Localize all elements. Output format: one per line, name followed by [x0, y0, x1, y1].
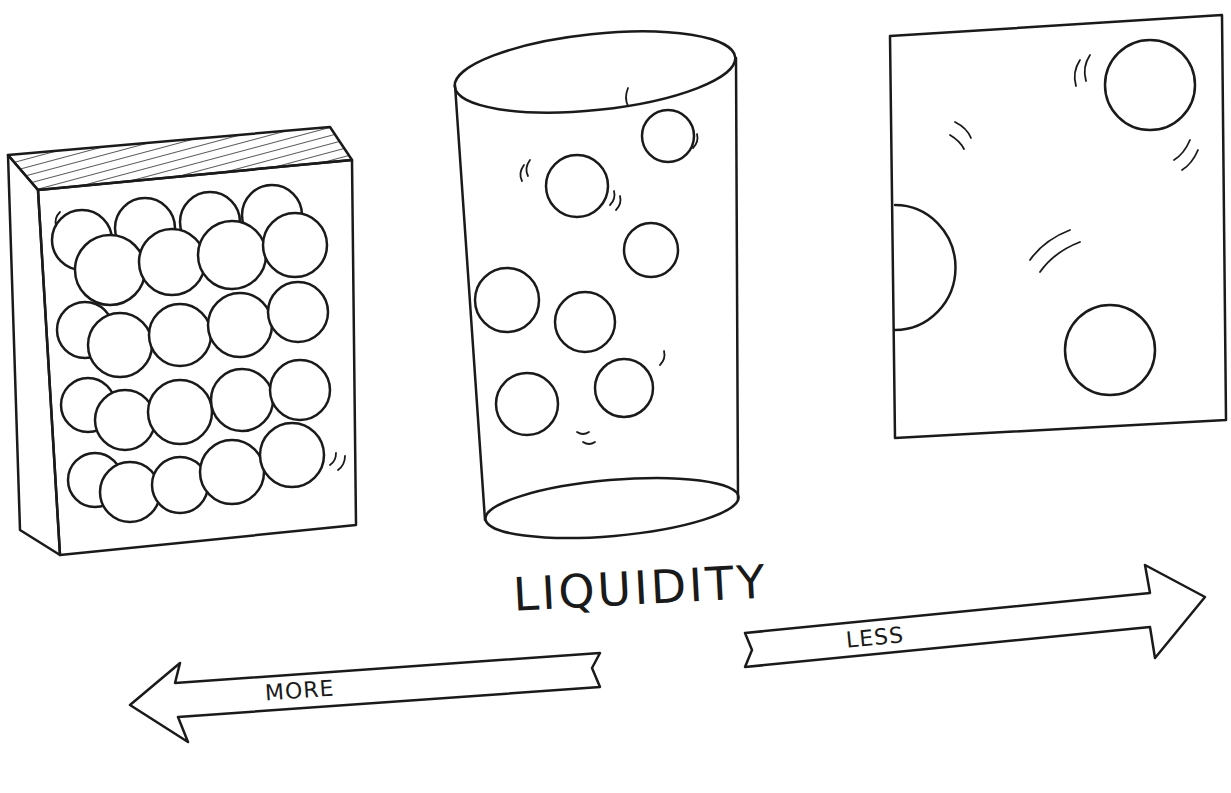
cylinder-wall — [455, 85, 485, 520]
cylinder-top — [451, 19, 739, 124]
motion-marks — [520, 88, 697, 444]
box-front — [38, 160, 356, 555]
less-arrow — [745, 565, 1205, 667]
gas-particles — [895, 40, 1195, 395]
direction-label: LESS — [845, 624, 905, 652]
cylinder-wall — [736, 58, 738, 500]
cylinder-bottom — [483, 469, 741, 547]
liquid-particles — [475, 110, 694, 435]
motion-marks — [950, 55, 1198, 272]
box-top — [8, 127, 352, 190]
more-arrow — [130, 653, 600, 742]
box-side — [8, 155, 60, 555]
direction-label: MORE — [264, 678, 335, 705]
motion-marks — [56, 212, 346, 470]
gas-container — [890, 15, 1226, 438]
packed-particles — [52, 185, 330, 522]
axis-title: LIQUIDITY — [512, 558, 769, 617]
